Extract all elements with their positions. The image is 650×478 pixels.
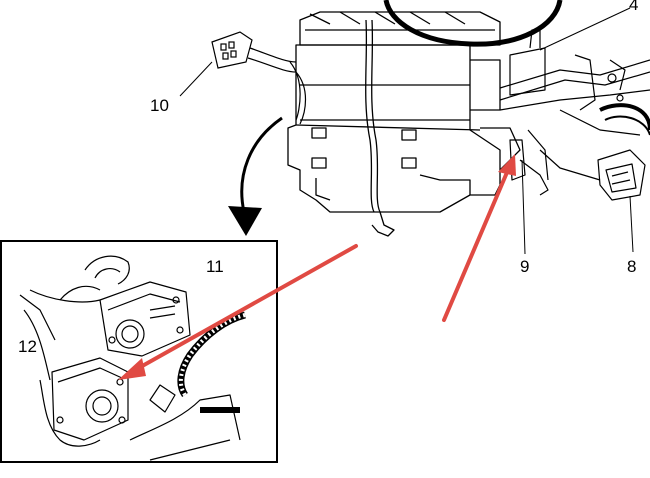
detail-curved-arrow-icon: [228, 116, 283, 236]
detail-inset-frame: [0, 240, 278, 463]
leader-10: [179, 61, 213, 97]
blower-housing-outline: [383, 0, 563, 47]
leader-9: [521, 159, 526, 255]
right-assembly: [499, 29, 650, 201]
leader-4: [539, 7, 631, 51]
callout-10: 10: [150, 96, 169, 115]
annotation-arrow-icon: [118, 154, 516, 380]
callout-11: 11: [206, 257, 224, 276]
callout-12: 12: [18, 337, 37, 356]
inset-drawing: [19, 255, 246, 461]
callout-4: 4: [629, 0, 639, 14]
hvac-module: [287, 11, 521, 237]
leader-8: [629, 195, 634, 253]
connector-10: [211, 31, 307, 125]
callout-8: 8: [627, 257, 637, 276]
callout-9: 9: [520, 257, 530, 276]
